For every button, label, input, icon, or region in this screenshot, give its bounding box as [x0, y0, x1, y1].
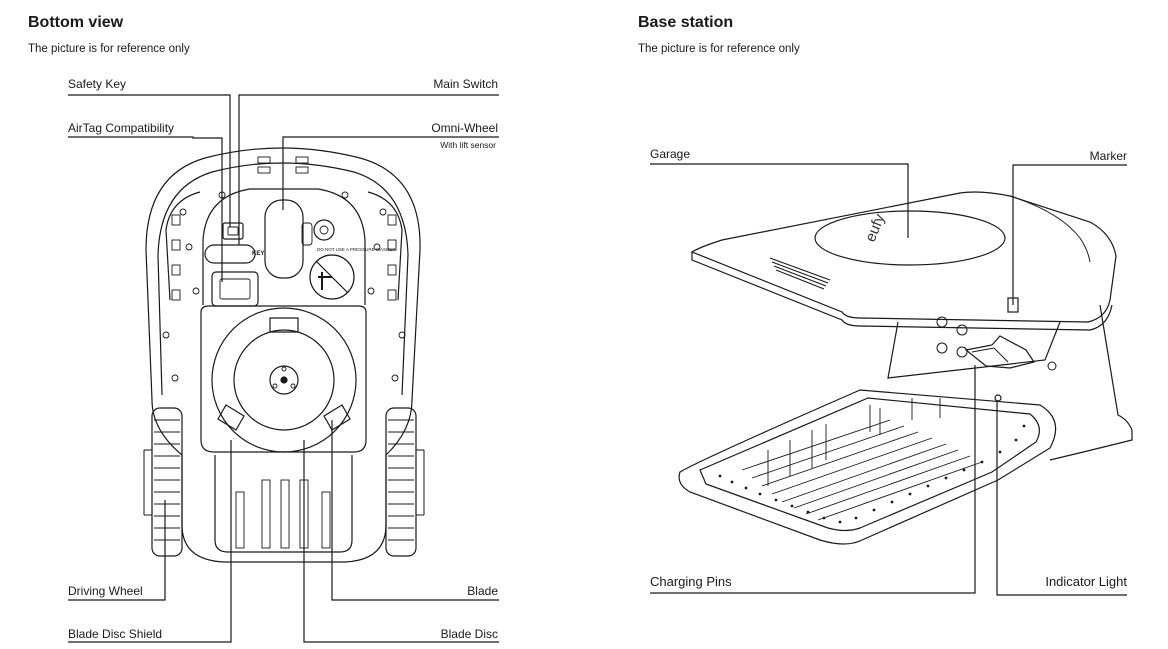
- label-driving-wheel: Driving Wheel: [68, 584, 143, 598]
- wall-holes: [936, 316, 1057, 371]
- label-airtag-compatibility: AirTag Compatibility: [68, 121, 175, 135]
- leader-lines-left: [68, 94, 499, 643]
- base-plate-outer: [678, 389, 1057, 545]
- mower-left-tread-frame: [165, 191, 201, 301]
- mower-warning-text: DO NOT USE A PRESSURE WASHER: [317, 247, 396, 252]
- airtag-compartment: [211, 271, 259, 307]
- base-plate-dots: [718, 424, 1026, 524]
- bottom-view-title: Bottom view: [28, 14, 124, 31]
- pressure-washer-warning-icon: [309, 254, 355, 300]
- roof-vents: [769, 257, 831, 290]
- blade-disc-outer: [211, 307, 357, 453]
- mower-screws: [162, 191, 406, 382]
- indicator-light: [994, 394, 1002, 402]
- bottom-view-subtitle: The picture is for reference only: [28, 43, 190, 55]
- safety-key-holder: [204, 244, 256, 264]
- blade-top: [269, 317, 299, 333]
- label-safety-key: Safety Key: [68, 77, 127, 91]
- rear-vents: [235, 479, 331, 549]
- driving-wheel-left: [143, 407, 183, 557]
- omni-wheel: [313, 219, 335, 241]
- mower-illustration: [143, 147, 425, 563]
- leader-lines-right: [650, 163, 1127, 596]
- safety-key-slot: [222, 222, 244, 240]
- label-main-switch: Main Switch: [433, 77, 498, 91]
- main-switch: [264, 199, 304, 279]
- blade-disc-shield: [200, 305, 367, 453]
- label-blade-disc: Blade Disc: [440, 627, 498, 641]
- mower-inner-rim: [157, 162, 409, 396]
- mower-outer-body: [145, 147, 421, 563]
- base-station-subtitle: The picture is for reference only: [638, 43, 800, 55]
- label-indicator-light: Indicator Light: [1045, 574, 1127, 589]
- label-blade-disc-shield: Blade Disc Shield: [68, 627, 163, 641]
- blade-disc-hub: [269, 365, 299, 395]
- base-plate-inner: [699, 397, 1040, 532]
- driving-wheel-right: [385, 407, 425, 557]
- label-omni-wheel: Omni-Wheel: [431, 121, 498, 135]
- label-blade: Blade: [467, 584, 498, 598]
- label-marker: Marker: [1089, 149, 1127, 163]
- base-plate-slots: [741, 398, 983, 521]
- label-omni-wheel-note: With lift sensor: [440, 140, 496, 150]
- charging-dock: [964, 335, 1035, 369]
- base-station-illustration: [678, 191, 1133, 545]
- mower-right-tread-frame: [367, 191, 403, 301]
- blade-left: [217, 404, 245, 431]
- label-garage: Garage: [650, 147, 691, 161]
- base-inner-wall: [887, 321, 1061, 379]
- driving-wheel-treads: [154, 419, 414, 541]
- garage-logo-panel: [814, 210, 1006, 266]
- base-station-title: Base station: [638, 14, 734, 31]
- garage-roof-edge: [691, 252, 1113, 331]
- mower-tread-slots: [171, 156, 397, 301]
- mower-rear-section: [214, 455, 353, 553]
- mower-key-text: KEY: [252, 251, 265, 257]
- label-charging-pins: Charging Pins: [650, 574, 732, 589]
- mower-top-plate: [202, 188, 366, 305]
- blade-disc-inner: [233, 329, 335, 431]
- base-rear-support: [1049, 304, 1133, 461]
- garage-roof-top: [690, 191, 1117, 323]
